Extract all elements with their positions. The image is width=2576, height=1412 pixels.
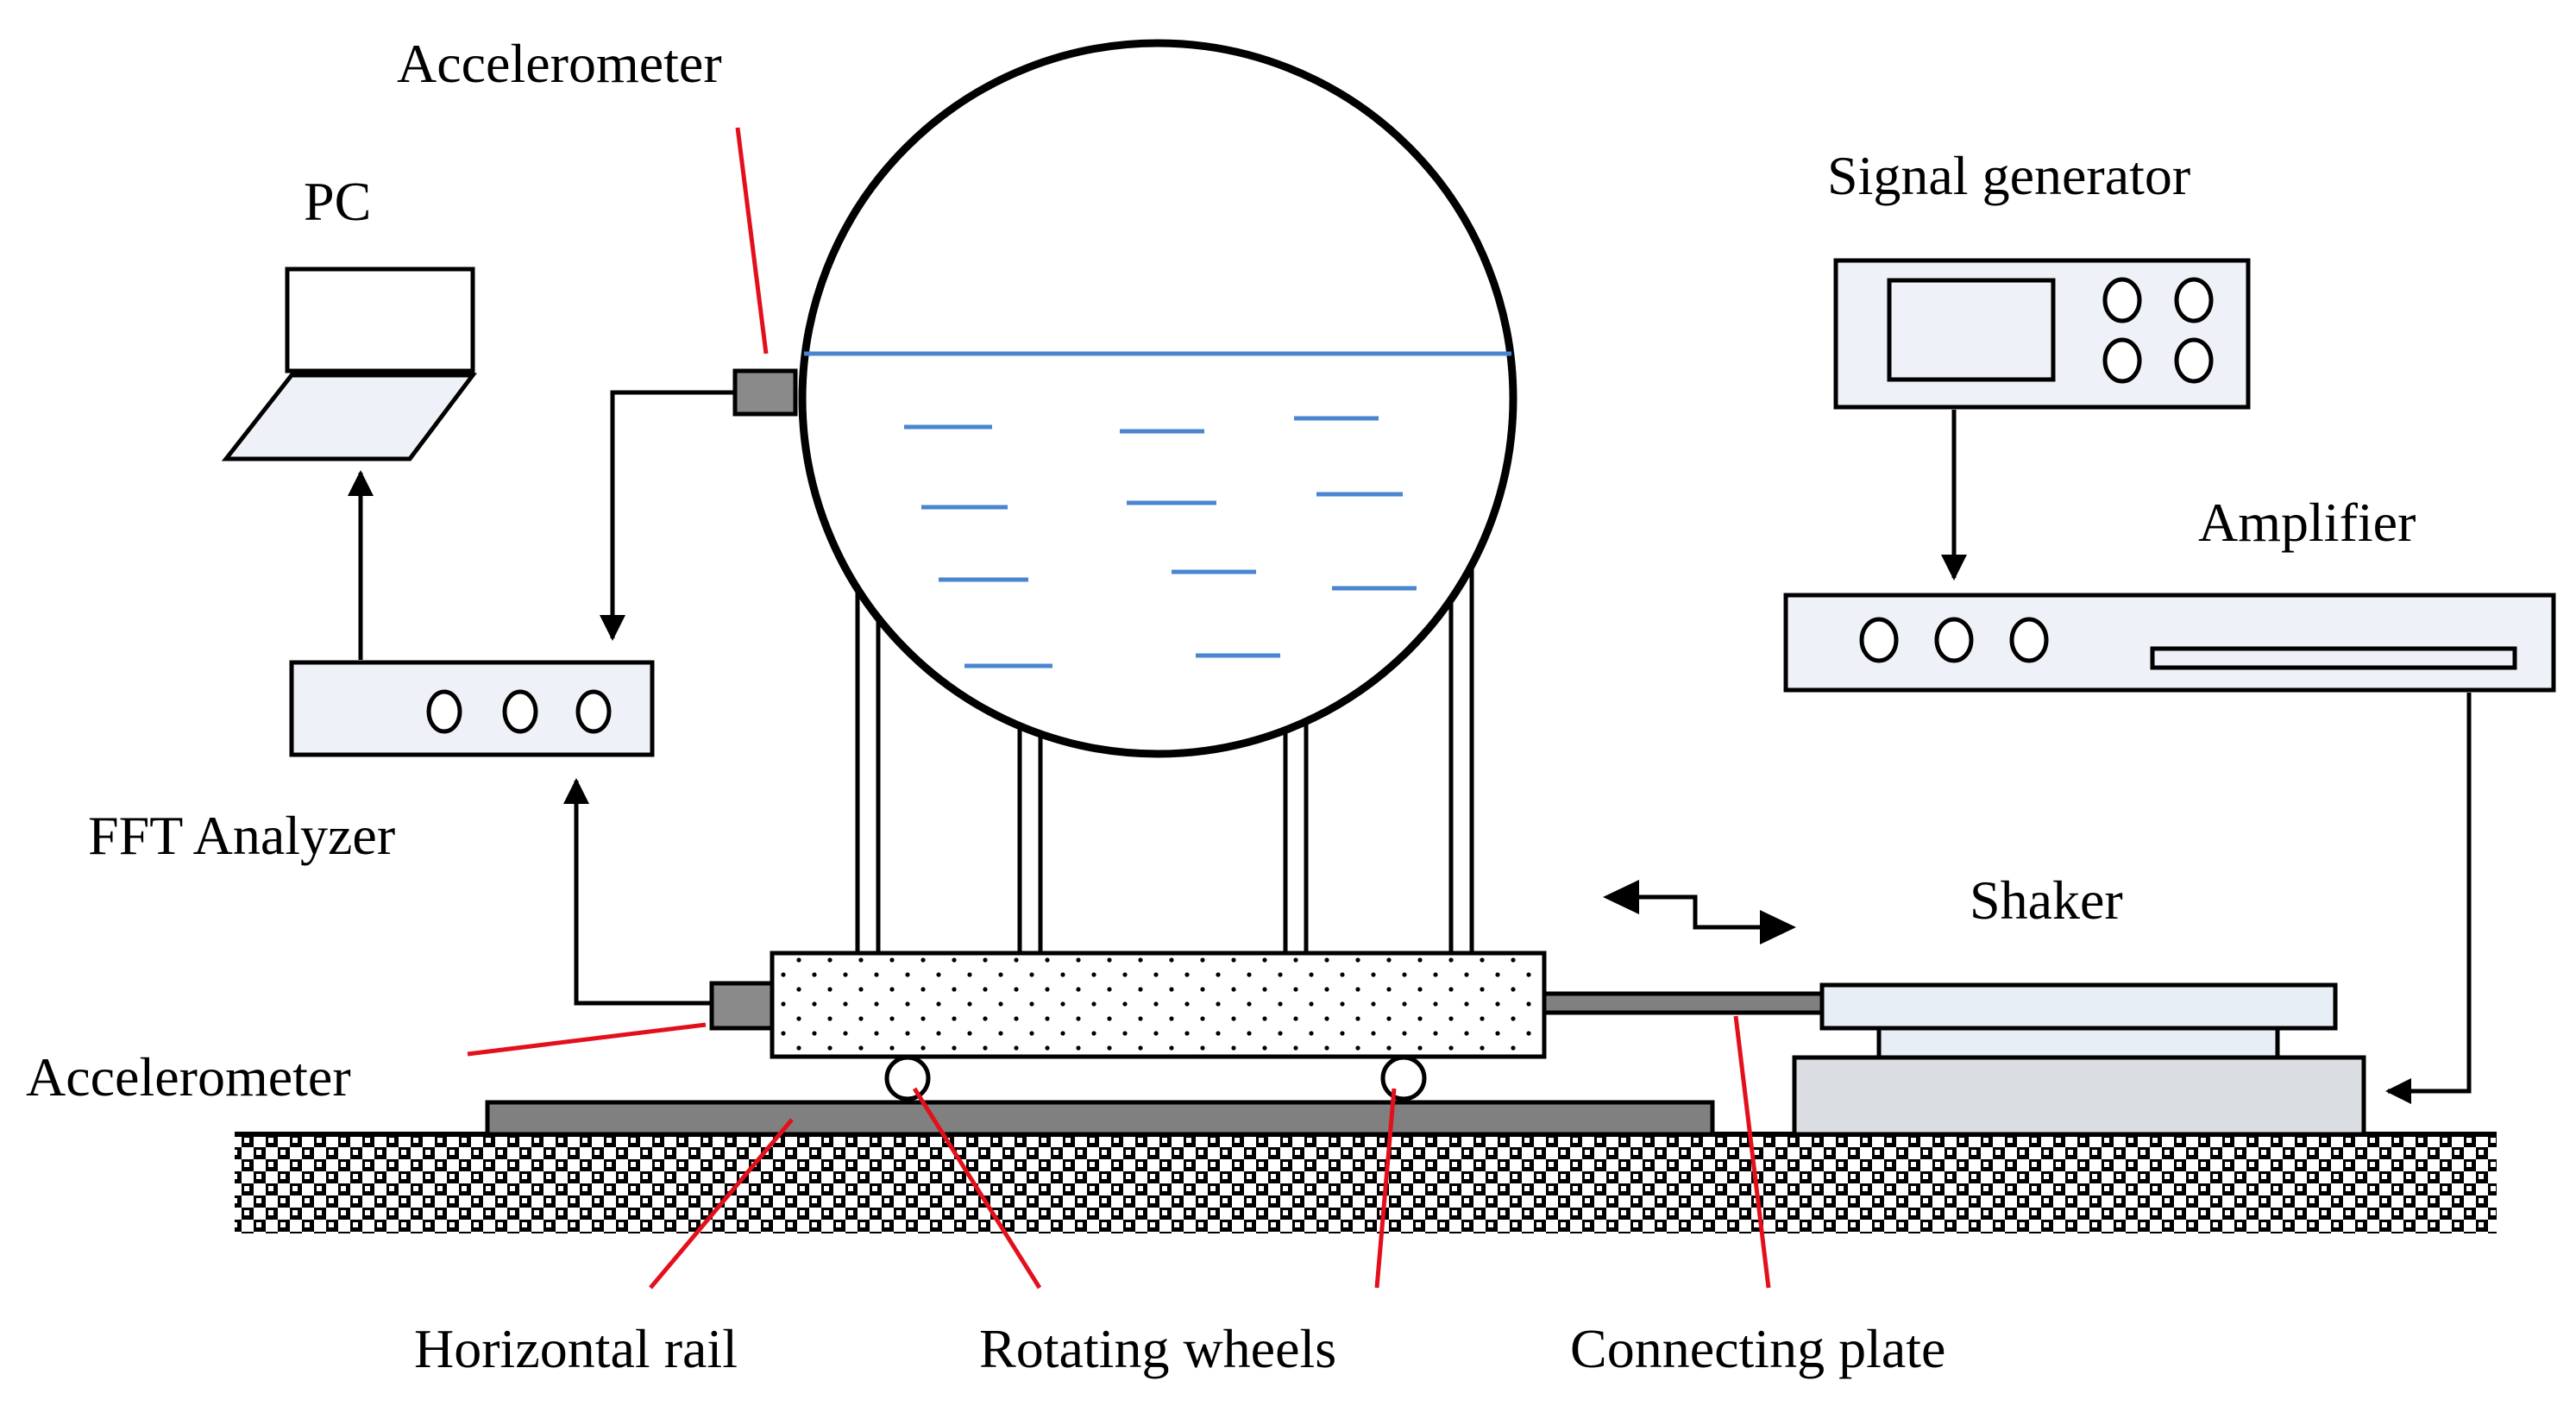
amplifier — [1783, 593, 2556, 693]
rotating-wheel-left — [884, 1055, 931, 1101]
label-horizontal-rail: Horizontal rail — [414, 1318, 738, 1379]
connecting-plate — [1542, 991, 1827, 1015]
label-accelerometer-bottom: Accelerometer — [26, 1046, 351, 1108]
horizontal-rail — [485, 1100, 1715, 1137]
liquid-waves — [904, 416, 1417, 668]
label-accelerometer-top: Accelerometer — [397, 33, 722, 94]
shaker — [1792, 982, 2366, 1137]
ground — [235, 1132, 2497, 1233]
label-shaker: Shaker — [1970, 869, 2123, 931]
base-platform — [770, 951, 1547, 1059]
double-arrow-icon — [1603, 880, 1796, 944]
label-rotating-wheels: Rotating wheels — [979, 1318, 1336, 1379]
signal-generator — [1833, 258, 2251, 410]
arrow-icon — [348, 390, 2472, 1104]
label-connecting-plate: Connecting plate — [1570, 1318, 1945, 1379]
label-signal-generator: Signal generator — [1827, 145, 2190, 206]
rotating-wheel-right — [1380, 1055, 1427, 1101]
laptop-icon — [221, 267, 478, 461]
spherical-tank — [798, 39, 1517, 758]
label-fft-analyzer: FFT Analyzer — [88, 805, 395, 866]
fft-analyzer — [289, 660, 655, 757]
label-pc: PC — [304, 171, 371, 232]
pointer-lines — [467, 127, 1771, 1290]
label-amplifier: Amplifier — [2198, 492, 2416, 553]
accelerometer-top-sensor — [732, 368, 798, 417]
accelerometer-bottom-sensor — [709, 981, 775, 1031]
